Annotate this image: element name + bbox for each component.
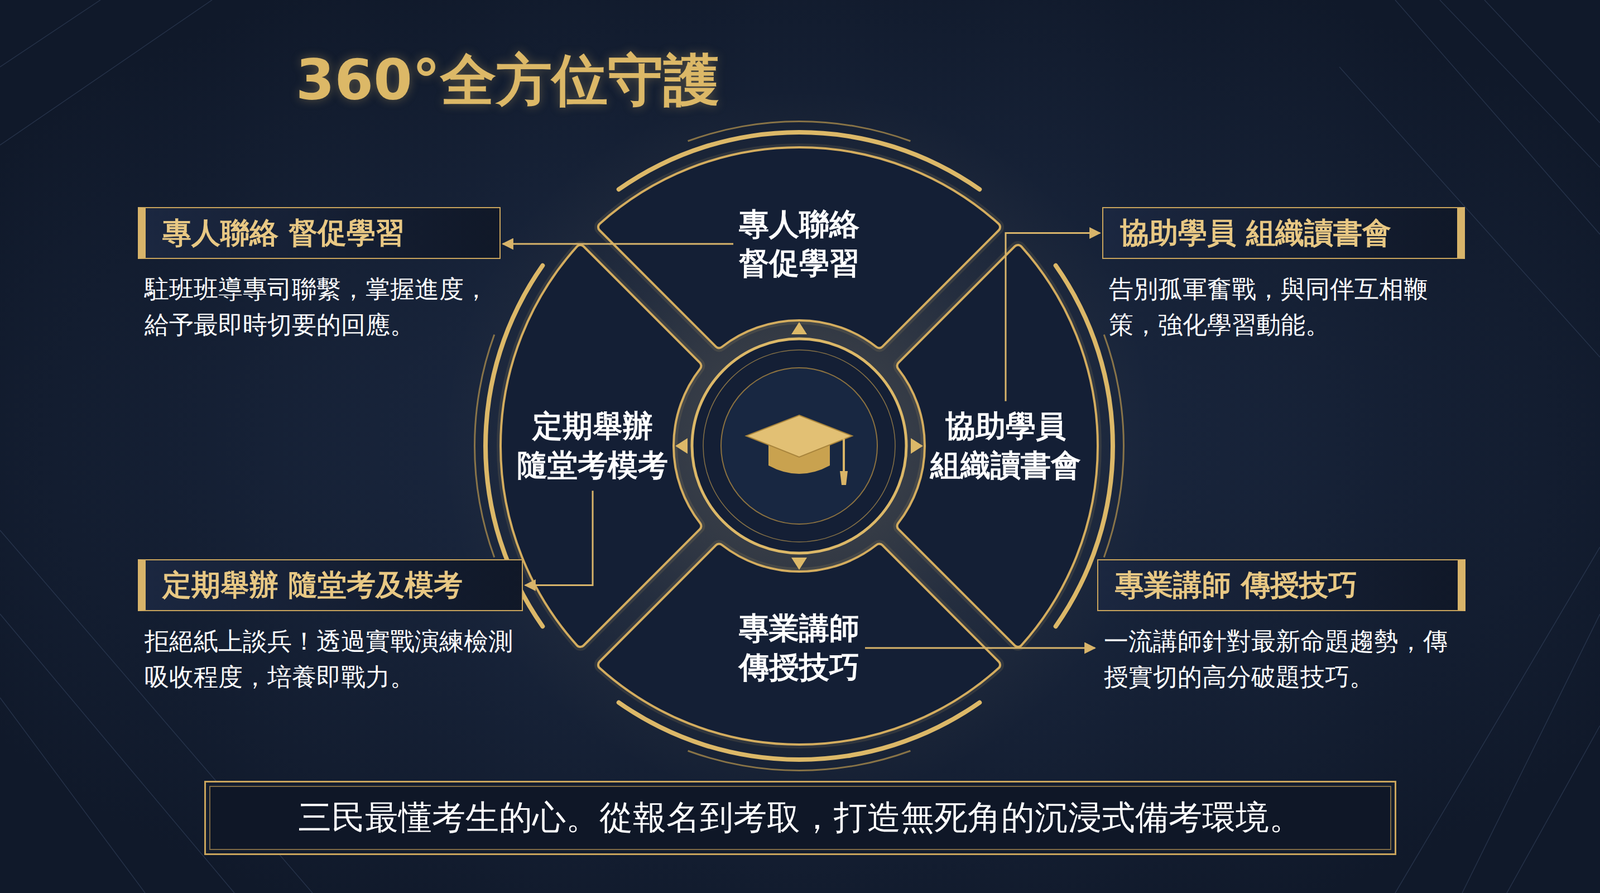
inner-ring-thin — [703, 349, 896, 542]
center-disc — [721, 367, 878, 525]
direction-triangle — [791, 322, 807, 335]
outer-rim-thin — [1103, 334, 1125, 558]
segment-label: 專業講師 傳授技巧 — [738, 608, 860, 687]
slogan-text: 三民最懂考生的心。從報名到考取，打造無死角的沉浸式備考環境。 — [298, 795, 1303, 841]
ring — [473, 120, 1125, 772]
direction-triangle — [791, 557, 807, 570]
graduation-cap-icon — [746, 415, 853, 485]
direction-triangle — [910, 438, 924, 454]
callout-heading: 定期舉辦 隨堂考及模考 — [137, 559, 523, 612]
glow — [441, 88, 1157, 804]
callout-heading: 協助學員 組織讀書會 — [1102, 207, 1465, 259]
ring-segment-label: 協助學員 組織讀書會 — [930, 406, 1081, 485]
callout-body: 拒絕紙上談兵！透過實戰演練檢測吸收程度，培養即戰力。 — [137, 623, 523, 695]
leader-arrow — [1005, 233, 1100, 402]
outer-rim-thin — [687, 750, 911, 772]
segment-label: 專人聯絡 督促學習 — [738, 204, 860, 283]
segment-label: 定期舉辦 隨堂考模考 — [517, 406, 669, 485]
leader-arrow — [865, 647, 1095, 650]
ring-segment — [500, 244, 701, 647]
callout-heading: 專業講師 傳授技巧 — [1097, 559, 1466, 612]
outer-rim-thin — [687, 120, 911, 142]
direction-triangle — [675, 438, 688, 454]
callout-box: 協助學員 組織讀書會告別孤軍奮戰，與同伴互相鞭策，強化學習動能。 — [1102, 207, 1465, 343]
slogan-banner: 三民最懂考生的心。從報名到考取，打造無死角的沉浸式備考環境。 — [204, 780, 1397, 855]
callout-box: 專人聯絡 督促學習駐班班導專司聯繫，掌握進度，給予最即時切要的回應。 — [137, 207, 501, 343]
callout-body: 駐班班導專司聯繫，掌握進度，給予最即時切要的回應。 — [137, 271, 501, 343]
callout-body: 告別孤軍奮戰，與同伴互相鞭策，強化學習動能。 — [1102, 271, 1465, 343]
leader-arrow — [502, 243, 734, 245]
callout-heading: 專人聯絡 督促學習 — [137, 207, 501, 259]
ring-segment-label: 定期舉辦 隨堂考模考 — [517, 406, 669, 485]
callout-box: 專業講師 傳授技巧一流講師針對最新命題趨勢，傳授實切的高分破題技巧。 — [1097, 559, 1466, 695]
ring-segment-label: 專業講師 傳授技巧 — [738, 608, 860, 687]
leader-arrow — [525, 490, 593, 585]
ring-segment-label: 專人聯絡 督促學習 — [738, 204, 860, 283]
outer-rim-thin — [473, 334, 496, 558]
callout-box: 定期舉辦 隨堂考及模考拒絕紙上談兵！透過實戰演練檢測吸收程度，培養即戰力。 — [137, 559, 523, 695]
outer-rim-arc — [616, 130, 983, 192]
title: 360°全方位守護 — [295, 43, 720, 119]
segment-label: 協助學員 組織讀書會 — [930, 406, 1081, 485]
outer-rim-arc — [616, 700, 983, 762]
segment-glow — [500, 244, 701, 647]
callout-body: 一流講師針對最新命題趨勢，傳授實切的高分破題技巧。 — [1097, 623, 1466, 695]
inner-ring — [692, 338, 907, 554]
